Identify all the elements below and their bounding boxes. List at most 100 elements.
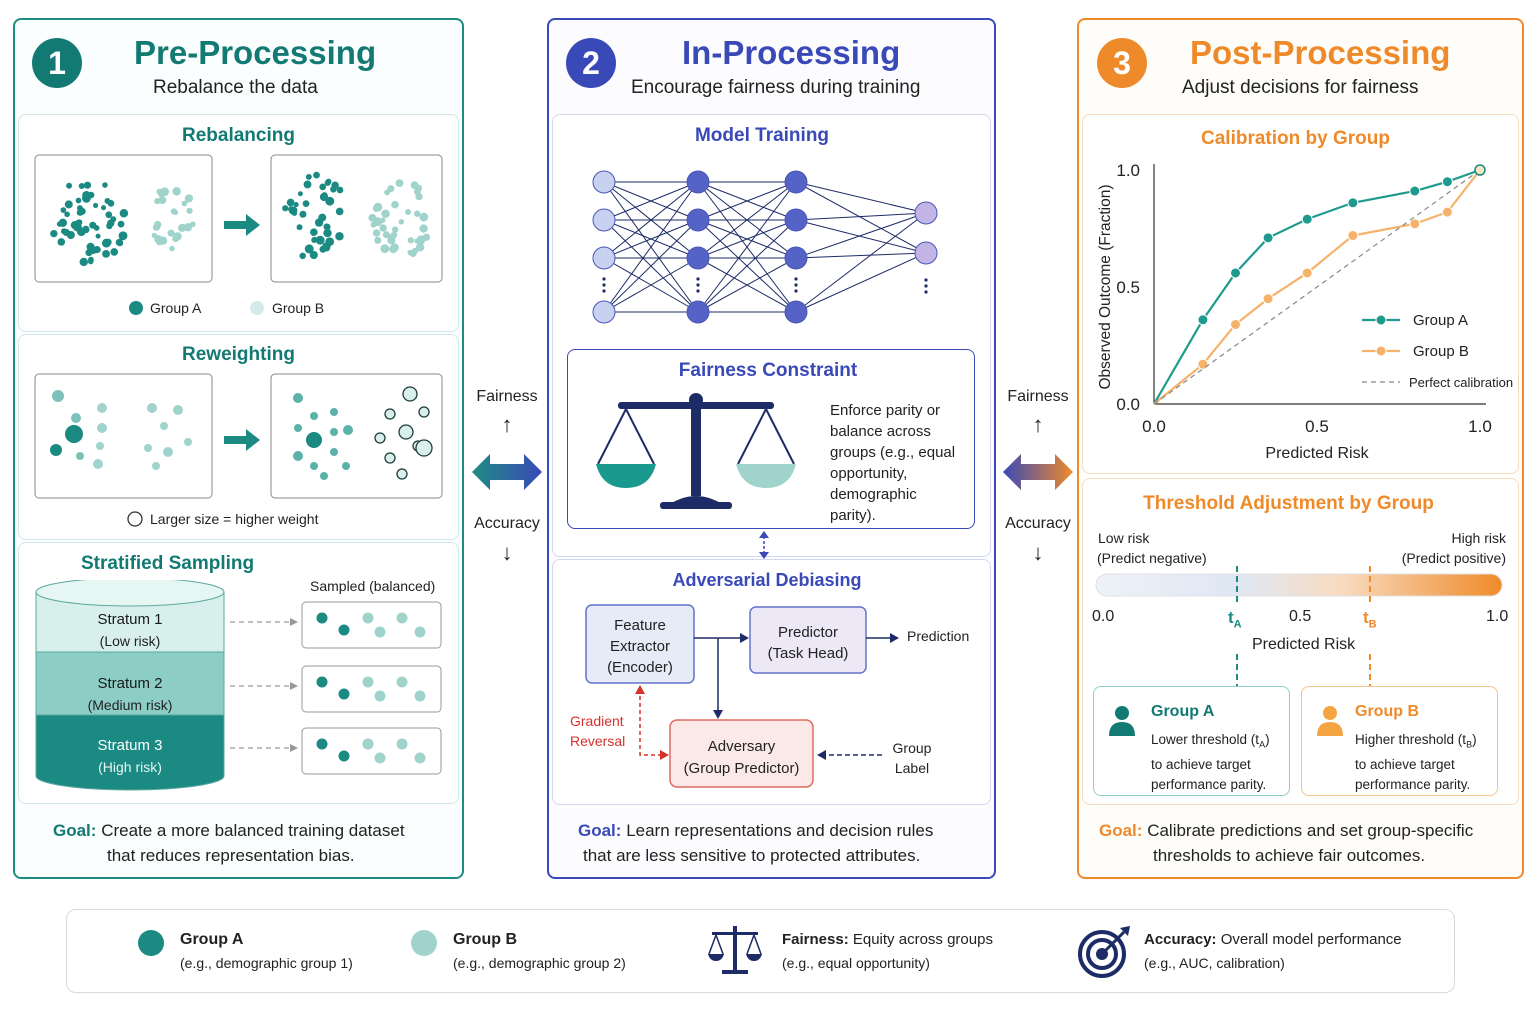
y-tick-label: 0.5 (1116, 278, 1140, 297)
legend-label: Perfect calibration (1409, 375, 1513, 390)
step-number-3: 3 (1097, 38, 1147, 88)
group-b-dot (184, 194, 194, 203)
data-point (1347, 197, 1359, 209)
group-b-threshold-card (1301, 686, 1498, 796)
legend-group-a-desc: (e.g., demographic group 1) (180, 955, 353, 971)
double-arrow-left-icon (472, 454, 542, 490)
y-axis-label: Observed Outcome (Fraction) (1097, 184, 1114, 389)
legend-group-b-label: Group B (272, 300, 325, 316)
adversarial-flow-diagram (585, 604, 899, 788)
legend-label: Group B (1413, 343, 1469, 360)
group-a-dot (338, 688, 350, 700)
group-a-dot (83, 181, 92, 189)
group-a-dot (316, 738, 328, 750)
group-a-dot (330, 408, 338, 416)
group-b-dot (172, 209, 179, 215)
group-a-dot (314, 218, 324, 227)
group-b-card-text: Higher threshold (tB) to achieve target … (1355, 730, 1477, 795)
double-arrow-right-icon (1003, 454, 1073, 490)
data-point (1441, 176, 1453, 188)
group-b-dot (416, 235, 426, 245)
group-a-dot (323, 228, 332, 238)
ellipsis-dot (794, 283, 798, 287)
balance-scale-icon (596, 393, 796, 509)
constraint-line-3: groups (e.g., equal (830, 444, 956, 461)
stratified-sampling-title: Stratified Sampling (81, 553, 255, 574)
group-a-dot (330, 186, 337, 193)
group-a-dot (316, 676, 328, 688)
pre-processing-subtitle: Rebalance the data (153, 77, 318, 98)
ellipsis-dot (924, 290, 928, 294)
group-a-dot (305, 173, 312, 180)
gradient-reversal-line-1: Gradient (570, 713, 624, 729)
group-a-dot (315, 235, 325, 245)
legend-marker (1375, 314, 1387, 326)
group-a-dot (299, 210, 307, 218)
goal-label: Goal: (578, 821, 622, 840)
nn-connection (603, 181, 699, 259)
group-b-dot (396, 738, 408, 750)
data-point (1262, 232, 1274, 244)
group-label-line-2: Label (894, 760, 930, 776)
up-arrow-right: ↑ (1032, 412, 1044, 437)
group-b-dot (384, 408, 396, 420)
group-b-dot (414, 752, 426, 764)
stratum-3-risk: (High risk) (98, 759, 162, 775)
group-a-legend-icon (138, 930, 164, 956)
bar-tick-1: 1.0 (1486, 608, 1509, 625)
group-b-dot (362, 676, 374, 688)
group-a-dot (293, 393, 303, 403)
goal-label: Goal: (1099, 821, 1143, 840)
group-b-dot (173, 405, 183, 415)
threshold-title: Threshold Adjustment by Group (1143, 493, 1434, 514)
group-a-dot (76, 209, 84, 216)
tradeoff-fairness-left: Fairness (476, 388, 538, 405)
group-a-dot (310, 228, 318, 237)
up-arrow-left: ↑ (501, 412, 513, 437)
gradient-reversal-label: Gradient Reversal (570, 711, 625, 751)
group-a-dot (282, 205, 289, 212)
threshold-b-t: t (1363, 608, 1369, 627)
group-a-line-2: to achieve target (1151, 756, 1251, 772)
legend-group-b-dot (250, 301, 264, 315)
group-b-dot (387, 236, 396, 245)
legend-group-a-label: Group A (150, 300, 202, 316)
goal-line-2: that reduces representation bias. (107, 846, 355, 865)
group-b-dot (380, 244, 390, 254)
in-processing-title: In-Processing (682, 34, 901, 71)
group-b-dot (172, 235, 180, 243)
threshold-b-sub: B (1368, 618, 1377, 631)
group-b-dot (97, 403, 107, 413)
after-box (270, 154, 443, 283)
low-risk-label: Low risk (Predict negative) (1097, 528, 1207, 568)
nn-connection (697, 181, 797, 221)
group-a-dot (82, 225, 90, 234)
group-b-line-1: Higher threshold (t (1355, 732, 1467, 747)
nn-node (592, 246, 616, 270)
goal-label: Goal: (53, 821, 97, 840)
post-processing-subtitle: Adjust decisions for fairness (1182, 77, 1419, 98)
group-b-dot (414, 626, 426, 638)
low-risk-line-1: Low risk (1098, 530, 1150, 546)
group-a-dot (60, 207, 67, 213)
group-a-dot (95, 233, 101, 239)
nn-connection (697, 257, 797, 313)
group-a-line-1: Lower threshold (t (1151, 732, 1260, 747)
nn-node (784, 170, 808, 194)
stratum-2-risk: (Medium risk) (87, 697, 173, 713)
group-a-dot (330, 428, 338, 436)
group-a-dot (303, 180, 312, 189)
gradient-reversal-line-2: Reversal (570, 733, 626, 749)
group-b-dot (407, 249, 414, 256)
tradeoff-accuracy-left: Accuracy (474, 515, 540, 532)
series-line (1153, 169, 1481, 405)
group-a-paren: ) (1265, 732, 1270, 747)
legend-fairness-rest: Equity across groups (848, 931, 993, 948)
nn-connection (795, 212, 927, 221)
ellipsis-dot (602, 277, 606, 281)
nn-connection (697, 181, 797, 259)
group-a-dot (294, 424, 302, 432)
x-axis-label: Predicted Risk (1265, 445, 1369, 462)
constraint-line-2: balance across (830, 423, 931, 440)
post-processing-goal: Goal: Calibrate predictions and set grou… (1099, 818, 1473, 868)
